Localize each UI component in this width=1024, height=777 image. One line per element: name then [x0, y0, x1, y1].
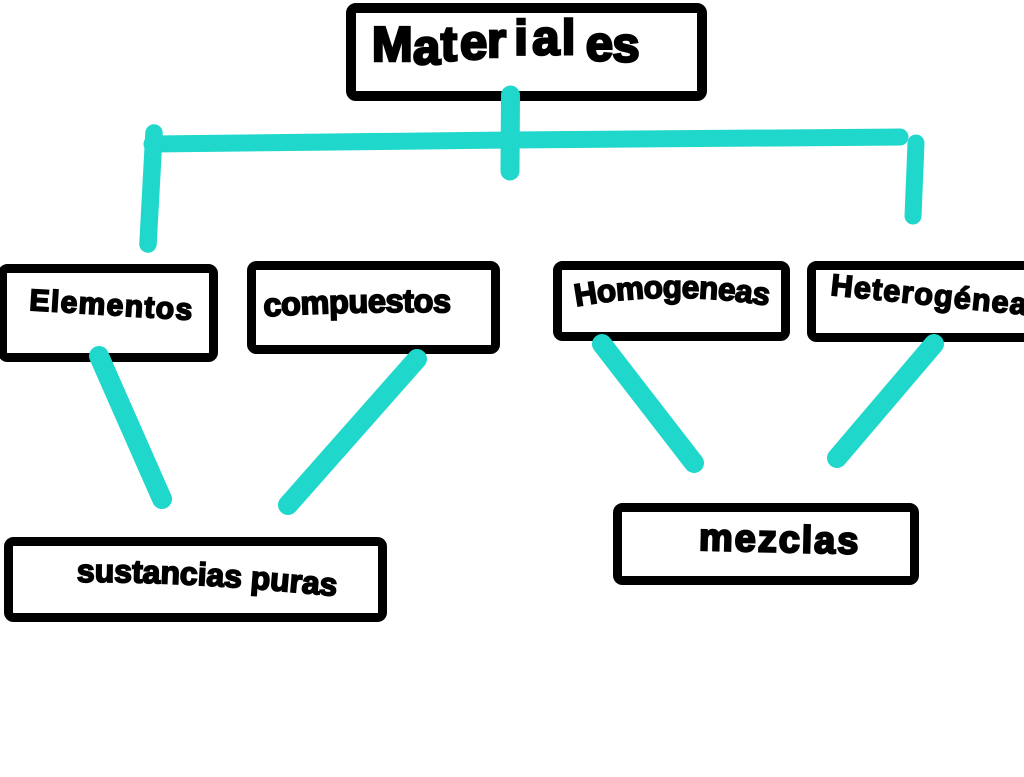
- svg-text:mezclas: mezclas: [699, 517, 861, 563]
- svg-text:compuestos: compuestos: [262, 283, 451, 323]
- svg-text:Materiales: Materiales: [372, 11, 640, 75]
